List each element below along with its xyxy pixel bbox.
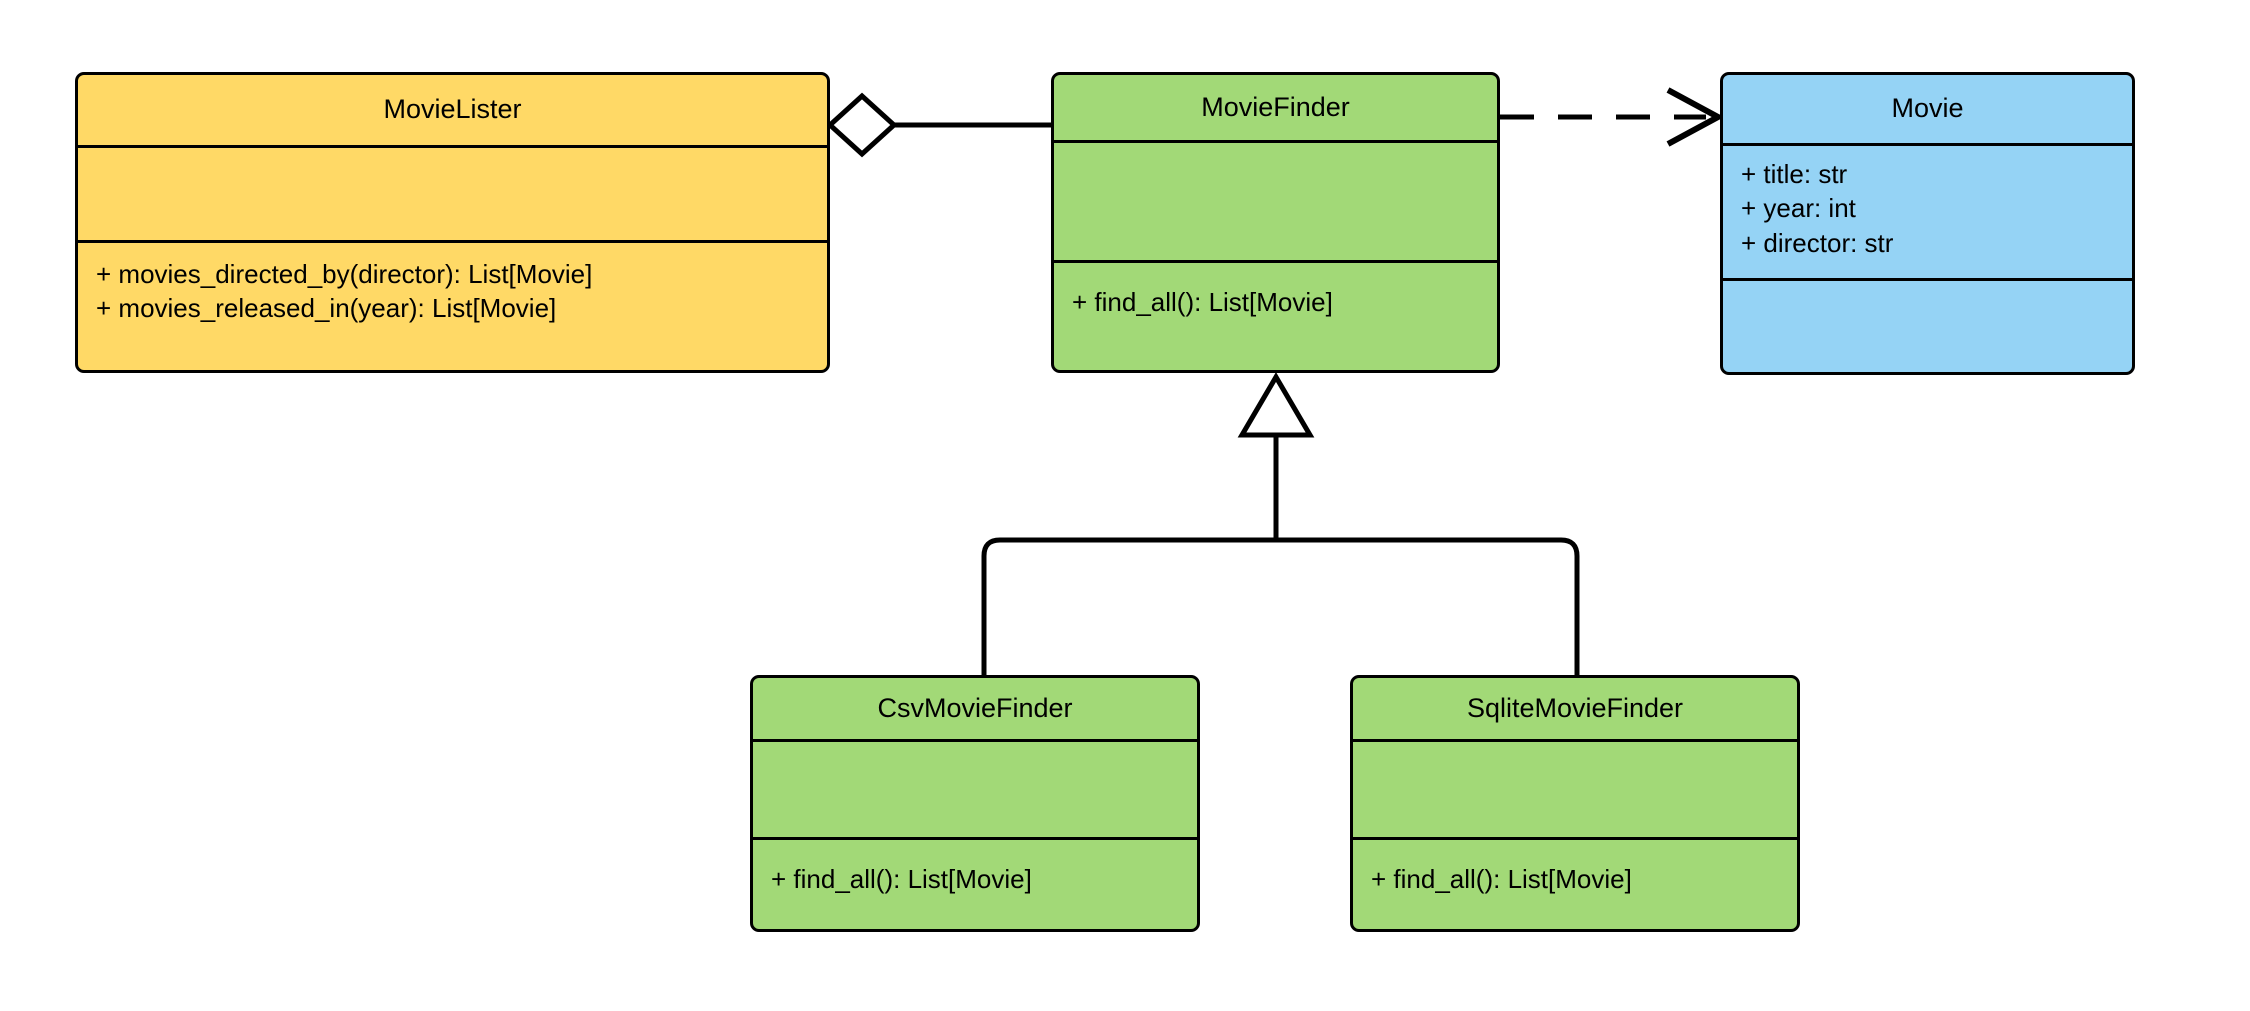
methods-compartment-movie-finder: + find_all(): List[Movie] bbox=[1054, 263, 1497, 370]
attributes-compartment-csv-movie-finder bbox=[753, 742, 1197, 840]
methods-compartment-movie-lister: + movies_directed_by(director): List[Mov… bbox=[78, 243, 827, 370]
attribute-item: + year: int bbox=[1741, 193, 1856, 224]
uml-class-movie[interactable]: Movie + title: str + year: int + directo… bbox=[1720, 72, 2135, 375]
hollow-diamond-icon bbox=[826, 92, 898, 158]
uml-class-movie-lister[interactable]: MovieLister + movies_directed_by(directo… bbox=[75, 72, 830, 373]
attribute-item: + title: str bbox=[1741, 159, 1848, 189]
attributes-compartment-movie: + title: str + year: int + director: str bbox=[1723, 146, 2132, 281]
methods-compartment-csv-movie-finder: + find_all(): List[Movie] bbox=[753, 840, 1197, 929]
generalization-branch-csv bbox=[981, 537, 1276, 675]
class-name-movie-lister: MovieLister bbox=[78, 75, 827, 148]
generalization-branch-sqlite bbox=[1276, 537, 1580, 675]
generalization-tree bbox=[981, 372, 1580, 675]
class-name-movie: Movie bbox=[1723, 75, 2132, 146]
method-item: + movies_released_in(year): List[Movie] bbox=[96, 293, 557, 324]
attribute-item: + director: str bbox=[1741, 227, 1894, 258]
hollow-triangle-icon bbox=[1237, 372, 1315, 438]
aggregation-lister-to-finder bbox=[826, 92, 1051, 158]
method-item: + movies_directed_by(director): List[Mov… bbox=[96, 259, 593, 289]
attributes-compartment-movie-lister bbox=[78, 148, 827, 243]
attributes-compartment-sqlite-movie-finder bbox=[1353, 742, 1797, 840]
class-name-movie-finder: MovieFinder bbox=[1054, 75, 1497, 143]
attributes-compartment-movie-finder bbox=[1054, 143, 1497, 263]
uml-class-sqlite-movie-finder[interactable]: SqliteMovieFinder + find_all(): List[Mov… bbox=[1350, 675, 1800, 932]
class-name-sqlite-movie-finder: SqliteMovieFinder bbox=[1353, 678, 1797, 742]
dependency-finder-to-movie bbox=[1500, 87, 1725, 147]
methods-compartment-movie bbox=[1723, 281, 2132, 372]
method-item: + find_all(): List[Movie] bbox=[1371, 864, 1632, 894]
uml-class-movie-finder[interactable]: MovieFinder + find_all(): List[Movie] bbox=[1051, 72, 1500, 373]
class-name-csv-movie-finder: CsvMovieFinder bbox=[753, 678, 1197, 742]
methods-compartment-sqlite-movie-finder: + find_all(): List[Movie] bbox=[1353, 840, 1797, 929]
uml-class-csv-movie-finder[interactable]: CsvMovieFinder + find_all(): List[Movie] bbox=[750, 675, 1200, 932]
open-arrowhead-icon bbox=[1666, 87, 1725, 147]
method-item: + find_all(): List[Movie] bbox=[1072, 287, 1333, 317]
method-item: + find_all(): List[Movie] bbox=[771, 864, 1032, 894]
